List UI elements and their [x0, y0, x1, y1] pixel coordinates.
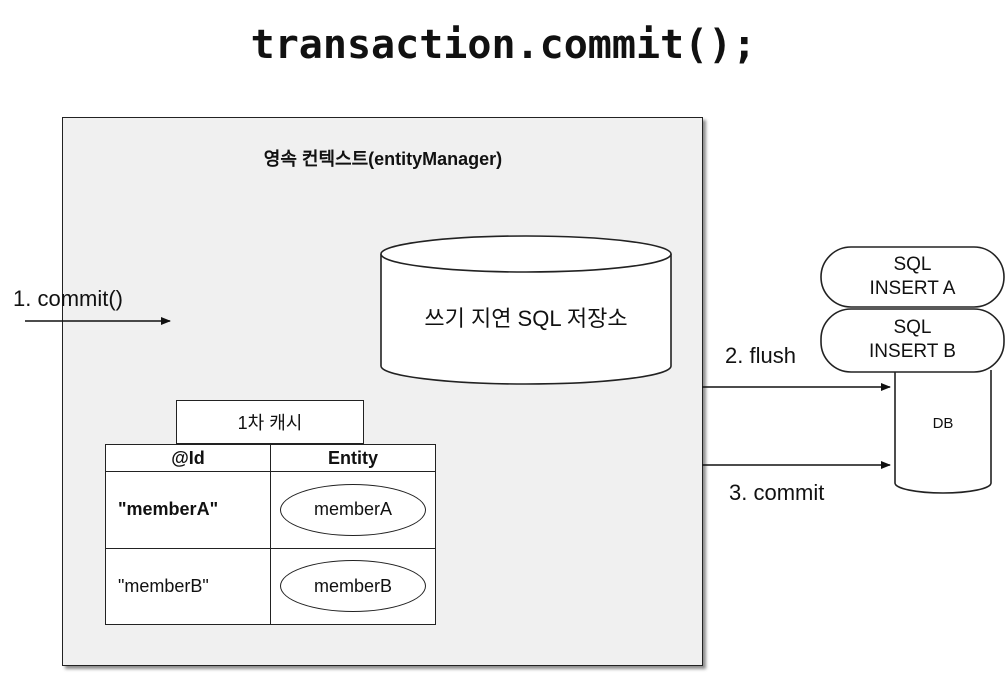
db-cylinder — [894, 370, 992, 494]
sql-insert-b-line2: INSERT B — [869, 341, 956, 362]
cache-row-entity-cell: memberB — [270, 547, 436, 625]
cache-row-entity-cell: memberA — [270, 471, 436, 549]
sql-store-label: 쓰기 지연 SQL 저장소 — [424, 306, 628, 331]
page-title: transaction.commit(); — [250, 22, 757, 68]
commit-db-label: 3. commit — [729, 480, 825, 505]
cache-header-row: @Id Entity — [105, 444, 436, 472]
sql-insert-a-label: SQL INSERT A — [821, 253, 1004, 301]
commit-in-label: 1. commit() — [13, 286, 123, 311]
sql-insert-a-line1: SQL — [893, 254, 932, 275]
flush-label: 2. flush — [725, 343, 796, 368]
cache-row-id: "memberA" — [105, 471, 271, 549]
cache-header-entity: Entity — [270, 444, 436, 472]
entity-ellipse: memberB — [280, 560, 426, 613]
sql-store-cylinder — [380, 235, 672, 385]
first-level-cache-label: 1차 캐시 — [237, 413, 303, 433]
sql-insert-a-pill — [820, 246, 1005, 308]
cache-header-id: @Id — [105, 444, 271, 472]
sql-insert-b-line1: SQL — [893, 317, 932, 338]
db-label: DB — [932, 415, 954, 432]
sql-insert-a-line2: INSERT A — [869, 278, 956, 299]
first-level-cache-table: @Id Entity "memberA" memberA "memberB" m… — [105, 444, 436, 625]
table-row: "memberA" memberA — [105, 471, 436, 549]
sql-insert-b-pill — [820, 308, 1005, 373]
entity-ellipse: memberA — [280, 483, 426, 536]
table-row: "memberB" memberB — [105, 547, 436, 625]
persistence-context-title: 영속 컨텍스트(entityManager) — [263, 149, 503, 169]
sql-insert-b-label: SQL INSERT B — [821, 316, 1004, 364]
cache-row-id: "memberB" — [105, 547, 271, 625]
first-level-cache-tab: 1차 캐시 — [176, 400, 364, 444]
